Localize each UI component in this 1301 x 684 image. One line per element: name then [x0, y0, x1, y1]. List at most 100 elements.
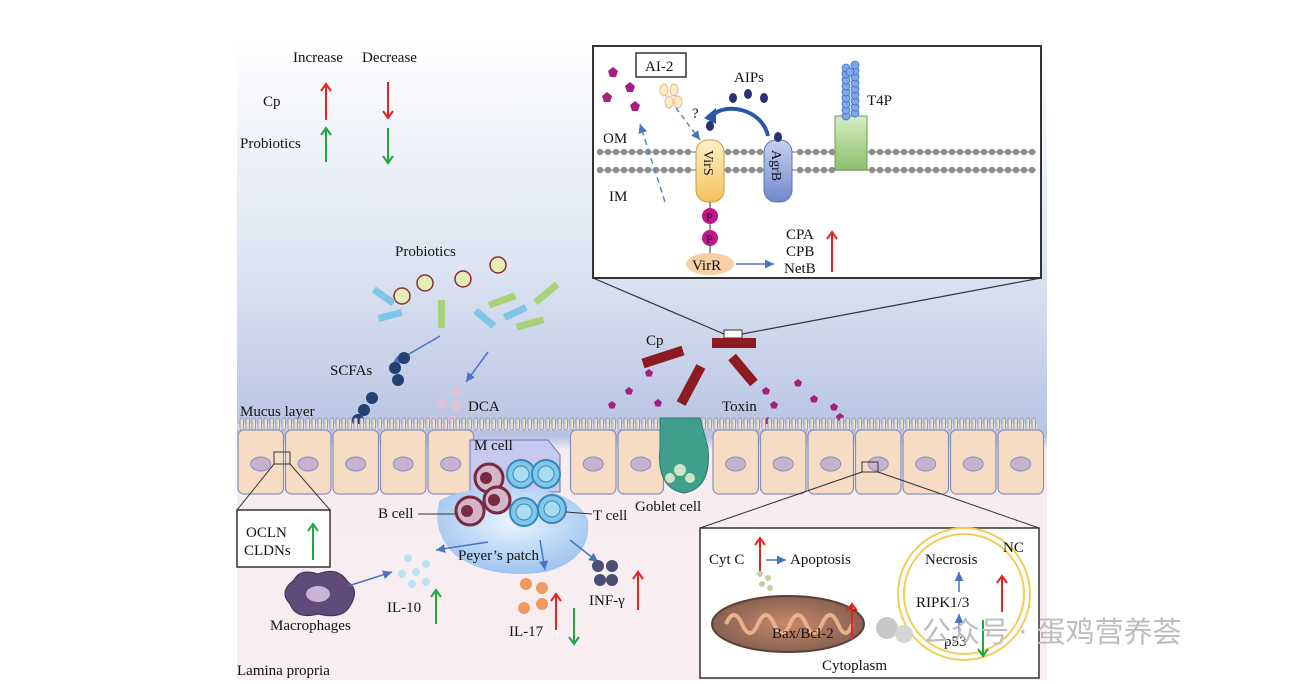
aip-binding-arrow [710, 106, 770, 137]
lipid-head [756, 148, 764, 156]
microvillus [1013, 417, 1018, 431]
microvillus [491, 417, 496, 431]
macrophages-label: Macrophages [270, 618, 351, 634]
increase-arrow-icon [632, 570, 644, 610]
microvillus [503, 417, 508, 431]
lipid-head [812, 166, 820, 174]
lipid-head [1028, 166, 1036, 174]
ai2-box [635, 52, 687, 78]
enterocyte-nucleus [392, 456, 414, 472]
im-label: IM [609, 189, 627, 205]
ripk-label: RIPK1/3 [916, 595, 969, 611]
microvillus [449, 417, 454, 431]
zoom-box [273, 451, 291, 465]
lipid-head [660, 166, 668, 174]
microvillus [875, 417, 880, 431]
lipid-head [684, 166, 692, 174]
microvillus [983, 417, 988, 431]
apoptosis-label: Apoptosis [790, 552, 851, 568]
microvillus [485, 417, 490, 431]
microvillus [401, 417, 406, 431]
virs-label: VirS [700, 150, 715, 176]
microvillus [581, 417, 586, 431]
necrosis-label: Necrosis [925, 552, 978, 568]
microvillus [773, 417, 778, 431]
toxin-pentagon [770, 401, 778, 409]
decrease-arrow-icon [977, 620, 989, 658]
b-cells [454, 462, 512, 527]
microvillus [239, 417, 244, 431]
microvillus [1001, 417, 1006, 431]
microvillus [953, 417, 958, 431]
microvillus [1031, 417, 1036, 431]
microvillus [887, 417, 892, 431]
phosphate-label-2: P [706, 232, 713, 246]
lipid-head [724, 166, 732, 174]
t-cells [506, 459, 567, 527]
lipid-head [996, 148, 1004, 156]
virr-label: VirR [692, 258, 721, 274]
microvillus [881, 417, 886, 431]
lipid-head [756, 166, 764, 174]
microvillus [1019, 417, 1024, 431]
microvillus [509, 417, 514, 431]
scfas-label: SCFAs [330, 363, 372, 379]
watermark: 公众号 · 蛋鸡营养荟 [876, 615, 1182, 649]
lipid-head [740, 166, 748, 174]
toxin-pentagon [625, 387, 633, 395]
microvillus [851, 417, 856, 431]
microvillus [899, 417, 904, 431]
lipid-head [956, 148, 964, 156]
aip-peptides [706, 89, 768, 131]
lipid-head [916, 148, 924, 156]
t4p-base [834, 115, 868, 171]
microvillus [389, 417, 394, 431]
cp-label: Cp [646, 333, 664, 349]
goblet-cell-label: Goblet cell [635, 499, 701, 515]
t4p-label: T4P [867, 93, 892, 109]
microvillus [545, 417, 550, 431]
lipid-head [660, 148, 668, 156]
lipid-head [964, 166, 972, 174]
microvillus [641, 417, 646, 431]
lipid-head [1020, 166, 1028, 174]
phosphate-label-1: P [706, 210, 713, 224]
microvillus [425, 417, 430, 431]
enterocyte-nucleus [1010, 456, 1032, 472]
microvillus [605, 417, 610, 431]
microvillus [245, 417, 250, 431]
lipid-head [820, 148, 828, 156]
microvillus [869, 417, 874, 431]
microvillus [257, 417, 262, 431]
lipid-head [988, 166, 996, 174]
pentagon-icon [608, 67, 618, 77]
microvillus [281, 417, 286, 431]
infg-label: INF-γ [589, 593, 625, 609]
lipid-head [892, 166, 900, 174]
microvillus [527, 417, 532, 431]
microvillus [737, 417, 742, 431]
decrease-arrow-icon [382, 82, 394, 120]
microvillus [251, 417, 256, 431]
microvillus [407, 417, 412, 431]
microvillus [713, 417, 718, 431]
microvillus [965, 417, 970, 431]
microvillus [719, 417, 724, 431]
ai2-label: AI-2 [645, 59, 673, 75]
microvillus [635, 417, 640, 431]
quorum-sensing-inset: AI-2 ? AIPs OM IM Vir [592, 45, 1042, 279]
lipid-head [1012, 148, 1020, 156]
microvillus [557, 417, 562, 431]
lipid-head [908, 166, 916, 174]
lipid-head [604, 166, 612, 174]
lipid-head [676, 166, 684, 174]
toxin-label: Toxin [722, 399, 757, 415]
microvillus [989, 417, 994, 431]
legend-probiotics-label: Probiotics [240, 136, 301, 152]
microvillus [761, 417, 766, 431]
toxin-pentagon [762, 387, 770, 395]
lipid-head [892, 148, 900, 156]
lipid-head [636, 148, 644, 156]
lipid-head [932, 148, 940, 156]
microvillus [431, 417, 436, 431]
